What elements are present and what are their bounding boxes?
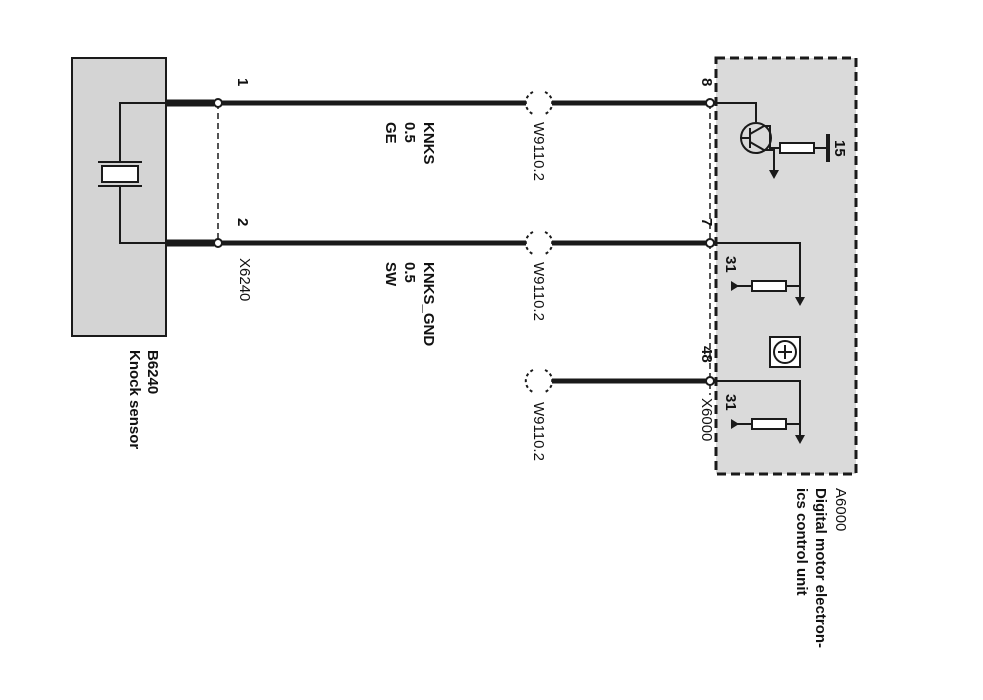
x6000-pin-8 (705, 98, 715, 108)
chassis-ground-icon (769, 336, 801, 368)
connector-x6000-label: X6000 (698, 398, 715, 441)
control-unit-id-label: A6000 (832, 488, 849, 531)
ground-a-terminal-label: 31 (722, 256, 739, 273)
wire1-size-label: 0.5 (401, 122, 418, 143)
control-unit-box (714, 56, 858, 476)
splice3-label: W9110.2 (530, 402, 547, 461)
x6240-pin-2 (213, 238, 223, 248)
wire1-color-label: GE (382, 122, 399, 144)
transistor-input-circuit (714, 102, 830, 179)
wire1-signal-label: KNKS (420, 122, 437, 165)
x6000-pin7-label: 7 (698, 218, 715, 226)
piezo-element-symbol (98, 102, 170, 244)
splice1-label: W9110.2 (530, 122, 547, 181)
x6000-pin8-label: 8 (698, 78, 715, 86)
splice2-label: W9110.2 (530, 262, 547, 321)
wire2-size-label: 0.5 (401, 262, 418, 283)
sensor-id-label: B6240 (144, 350, 161, 394)
x6240-pin-1 (213, 98, 223, 108)
control-unit-name-line2: ics control unit (793, 488, 810, 596)
x6000-pin-7 (705, 238, 715, 248)
supply-terminal-label: 15 (831, 140, 848, 157)
ground-b-terminal-label: 31 (722, 394, 739, 411)
x6240-pin2-label: 2 (234, 218, 251, 226)
splice-marker-3 (524, 369, 554, 393)
sensor-name-label: Knock sensor (126, 350, 143, 449)
splice-marker-1 (524, 91, 554, 115)
wire2-color-label: SW (382, 262, 399, 287)
control-unit-name-line1: Digital motor electron- (812, 488, 829, 648)
x6000-pin-48 (705, 376, 715, 386)
ground-circuit-b (714, 380, 805, 444)
x6000-pin48-label: 48 (698, 346, 715, 363)
x6240-pin1-label: 1 (234, 78, 251, 86)
connector-x6240-label: X6240 (236, 258, 253, 301)
ground-circuit-a (714, 242, 805, 306)
splice-marker-2 (524, 231, 554, 255)
wire2-signal-label: KNKS_GND (420, 262, 437, 346)
